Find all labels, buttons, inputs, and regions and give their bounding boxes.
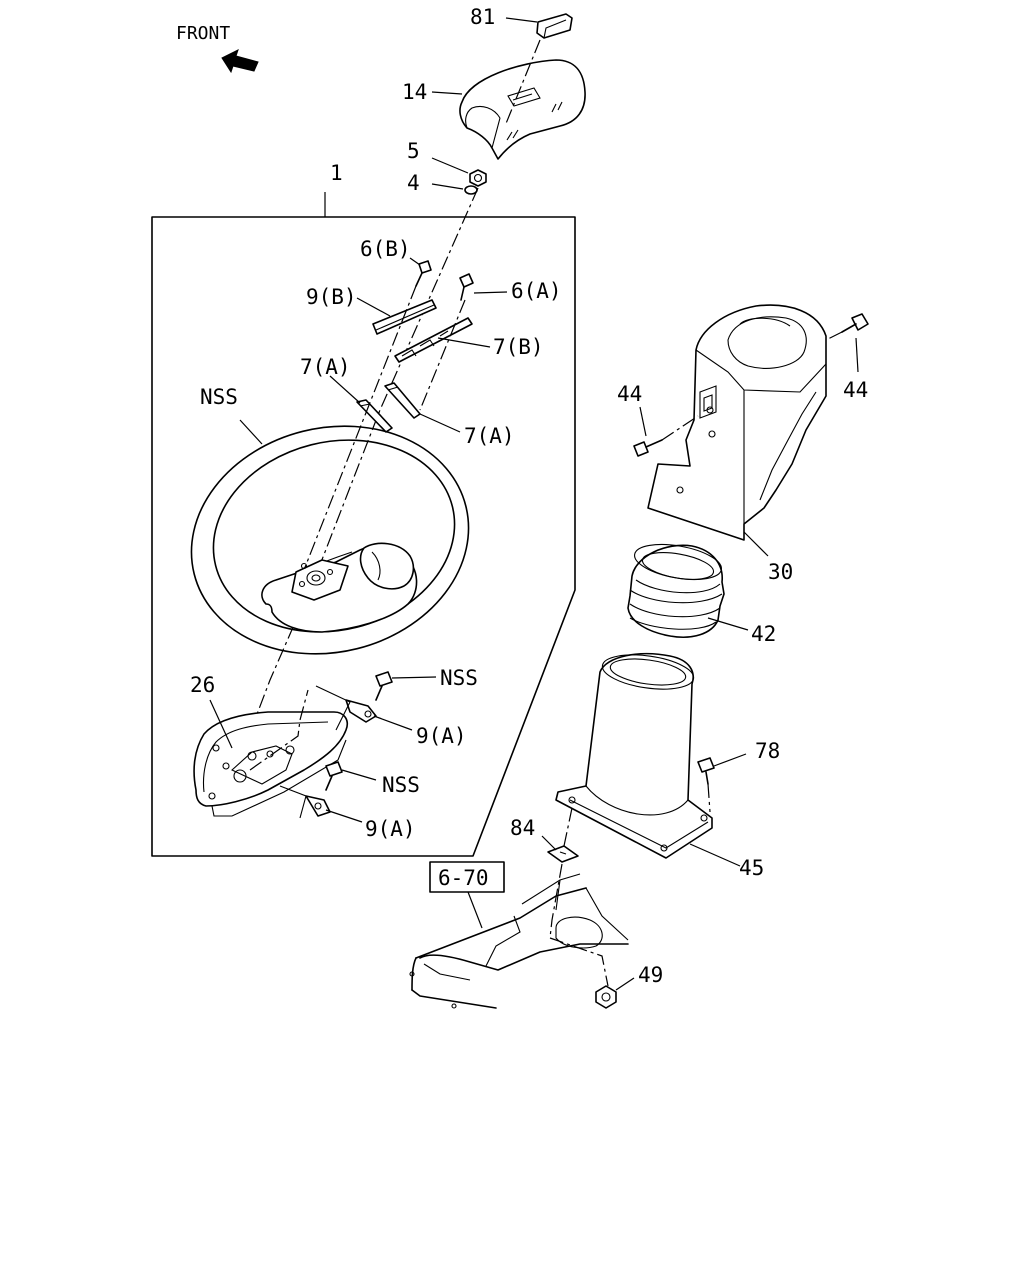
callout-nss-wheel: NSS <box>200 385 238 409</box>
front-arrow-icon <box>221 49 259 74</box>
assembly-boundary-box <box>151 216 576 857</box>
floor-alignment-line <box>549 863 609 987</box>
nss-screw-upper <box>375 671 437 701</box>
screw-alignment-line-b <box>299 285 417 581</box>
part-42-bellows-boot <box>627 543 749 638</box>
callout-1: 1 <box>330 161 343 185</box>
part-9b-bracket <box>356 297 437 335</box>
part-7a-clip-right <box>384 382 461 433</box>
callout-6b: 6(B) <box>360 237 411 261</box>
front-label: FRONT <box>176 23 230 44</box>
part-4-washer <box>431 183 478 195</box>
callout-nss-screw-lower: NSS <box>382 773 420 797</box>
nss-screw-lower <box>325 761 377 791</box>
part-6b-screw <box>409 257 432 287</box>
callout-4: 4 <box>407 171 420 195</box>
part-81-cap <box>505 13 573 39</box>
part-7a-clip-left <box>329 375 393 433</box>
screw-alignment-line-a <box>419 299 466 411</box>
callout-nss-screw-upper: NSS <box>440 666 478 690</box>
callout-45: 45 <box>739 856 764 880</box>
callout-30: 30 <box>768 560 793 584</box>
part-78-bolt <box>697 753 747 813</box>
part-44-screw-left <box>633 406 699 457</box>
callout-81: 81 <box>470 5 495 29</box>
callout-84: 84 <box>510 816 535 840</box>
callout-7b: 7(B) <box>493 335 544 359</box>
callout-7a-right: 7(A) <box>464 424 515 448</box>
part-26-horn-cover <box>193 689 349 817</box>
callout-44-right: 44 <box>843 378 868 402</box>
callout-14: 14 <box>402 80 427 104</box>
part-9a-bracket-lower <box>279 785 363 823</box>
callout-9a-lower: 9(A) <box>365 817 416 841</box>
callout-7a-left: 7(A) <box>300 355 351 379</box>
part-9a-bracket-upper <box>315 685 413 731</box>
callout-42: 42 <box>751 622 776 646</box>
part-44-screw-right <box>825 313 869 373</box>
reference-box-label: 6-70 <box>438 866 489 890</box>
reference-box-6-70[interactable]: 6-70 <box>429 861 505 929</box>
floor-panel <box>409 873 629 1009</box>
callout-49: 49 <box>638 963 663 987</box>
steering-wheel <box>190 419 470 655</box>
part-49-nut <box>595 977 635 1009</box>
callout-9a-upper: 9(A) <box>416 724 467 748</box>
part-5-nut <box>431 157 487 187</box>
callout-44-left: 44 <box>617 382 642 406</box>
callout-5: 5 <box>407 139 420 163</box>
callout-78: 78 <box>755 739 780 763</box>
callout-9b: 9(B) <box>306 285 357 309</box>
callout-6a: 6(A) <box>511 279 562 303</box>
part-6a-screw <box>459 273 508 301</box>
front-orientation-indicator: FRONT <box>176 23 259 74</box>
part-84-clip-nut <box>541 807 579 863</box>
part-30-lower-column-cover <box>647 304 827 557</box>
part-45-column-housing <box>555 652 741 867</box>
callout-26: 26 <box>190 673 215 697</box>
part-14-column-cover <box>431 59 586 160</box>
